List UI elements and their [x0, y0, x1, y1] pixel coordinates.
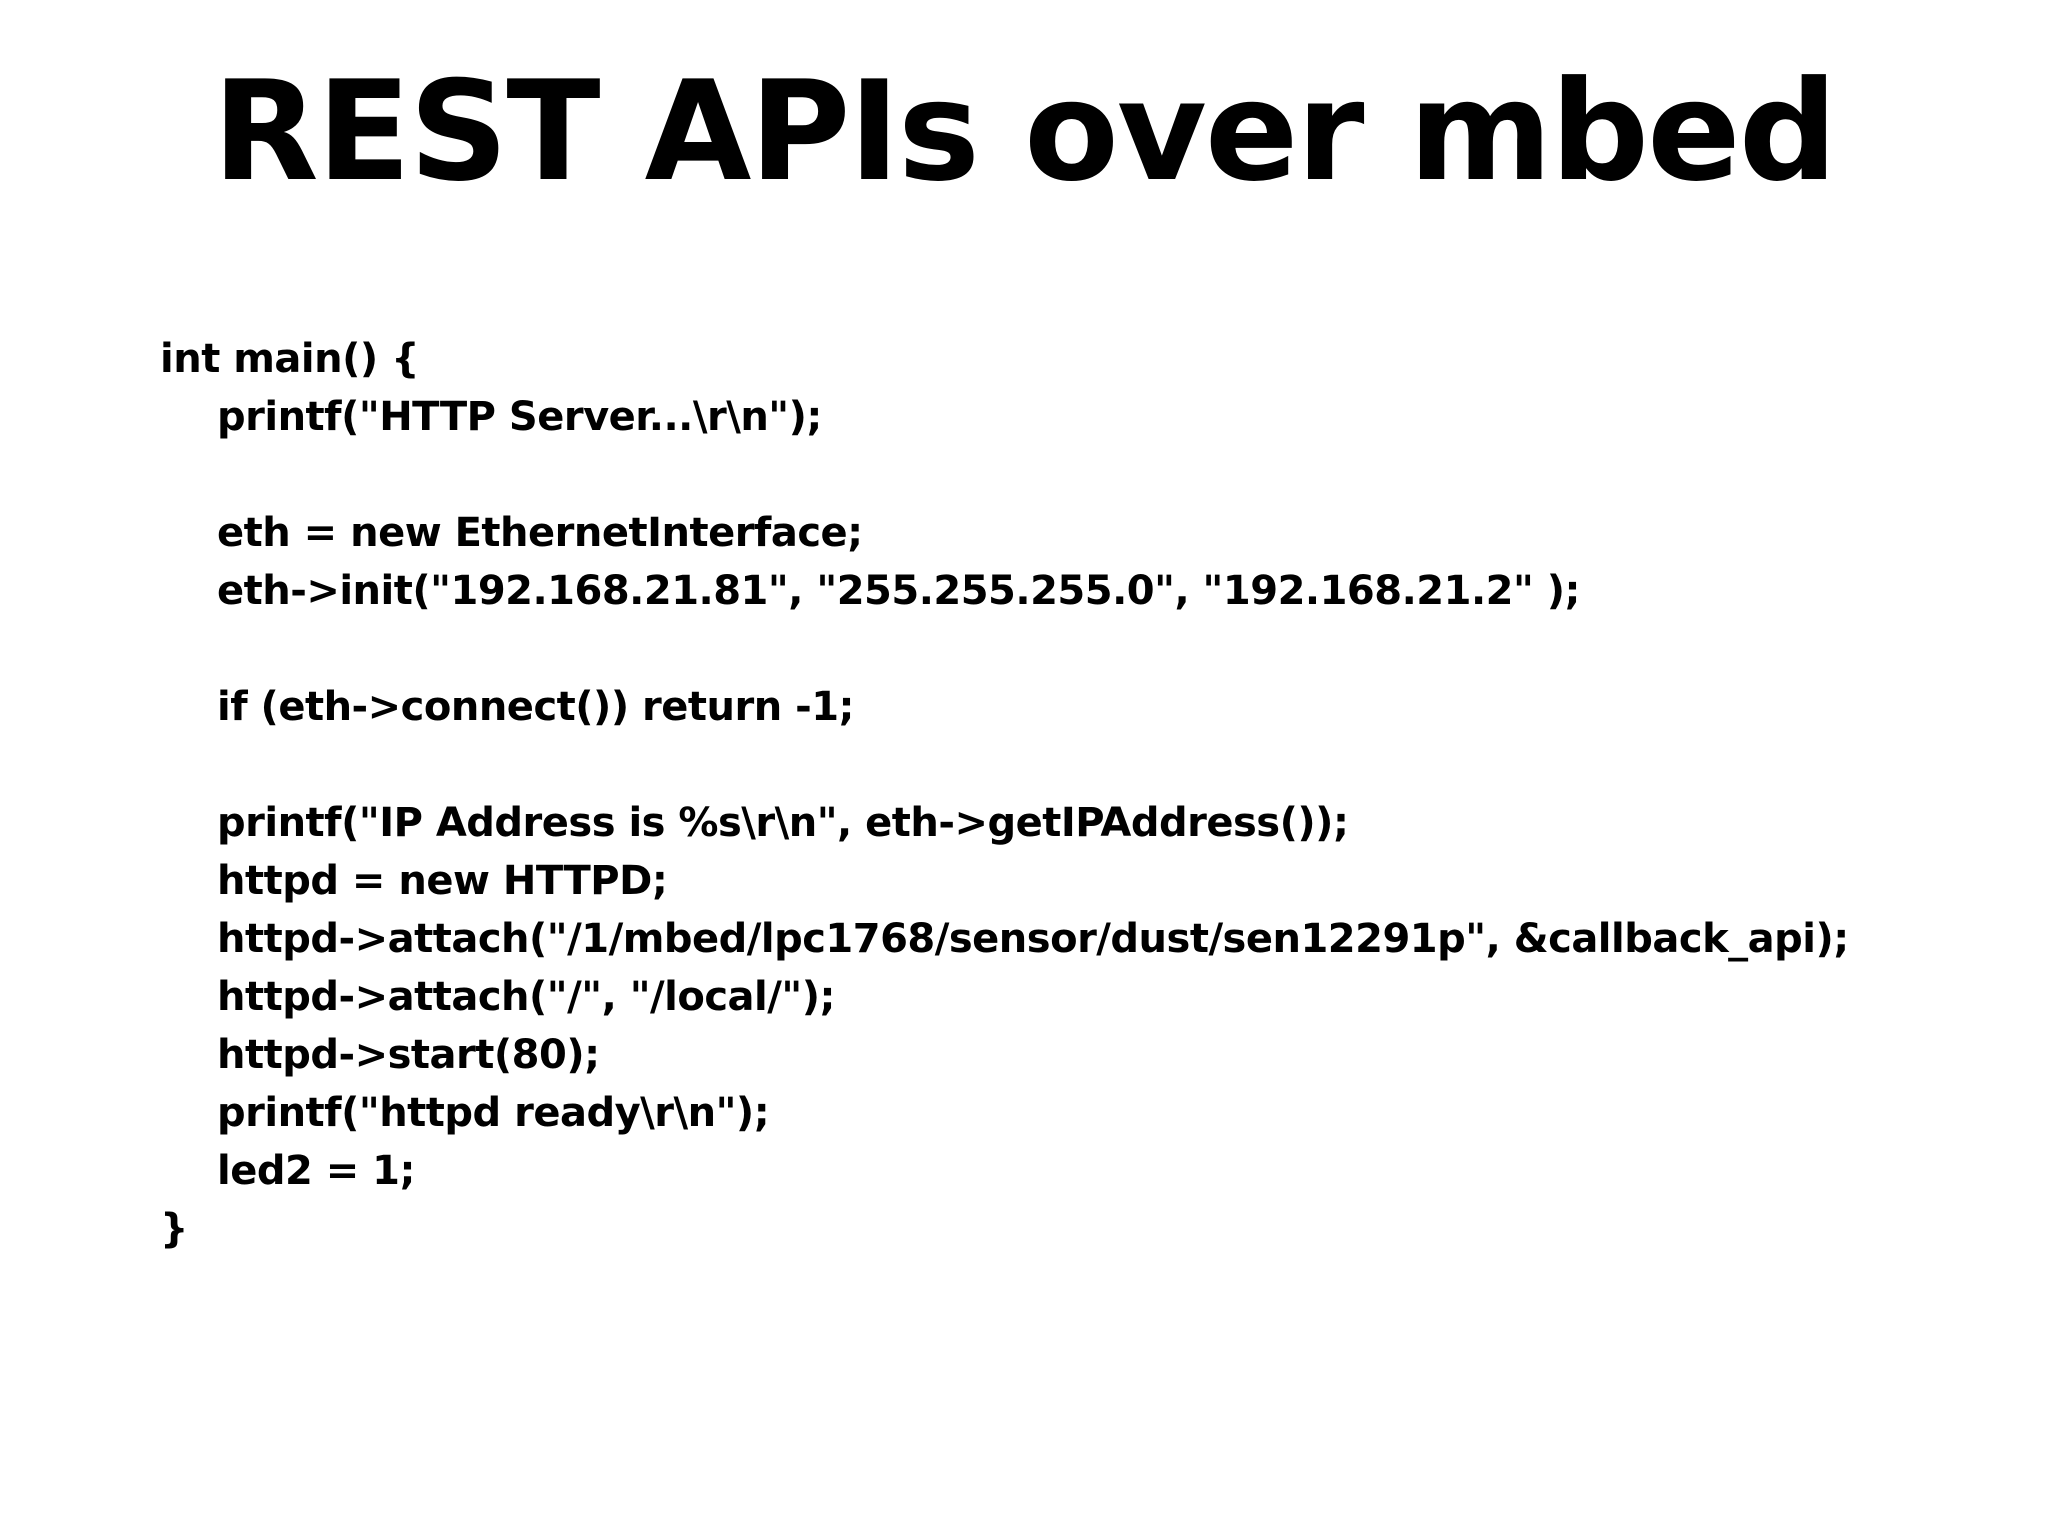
code-line: httpd->attach("/1/mbed/lpc1768/sensor/du…: [217, 916, 1849, 962]
code-line: [160, 736, 2000, 794]
code-line: [160, 446, 2000, 504]
code-line: int main() {: [160, 336, 420, 382]
code-line: httpd = new HTTPD;: [217, 858, 668, 904]
code-line: led2 = 1;: [217, 1148, 416, 1194]
code-block: int main() { printf("HTTP Server...\r\n"…: [160, 330, 2000, 1258]
code-line: printf("httpd ready\r\n");: [217, 1090, 770, 1136]
code-line: if (eth->connect()) return -1;: [217, 684, 855, 730]
code-line: eth->init("192.168.21.81", "255.255.255.…: [217, 568, 1581, 614]
code-line: httpd->attach("/", "/local/");: [217, 974, 836, 1020]
code-line: printf("HTTP Server...\r\n");: [217, 394, 822, 440]
code-line: }: [160, 1206, 188, 1252]
code-line: eth = new EthernetInterface;: [217, 510, 863, 556]
code-line: printf("IP Address is %s\r\n", eth->getI…: [217, 800, 1349, 846]
code-line: httpd->start(80);: [217, 1032, 600, 1078]
code-line: [160, 620, 2000, 678]
slide-title: REST APIs over mbed: [212, 51, 1838, 212]
